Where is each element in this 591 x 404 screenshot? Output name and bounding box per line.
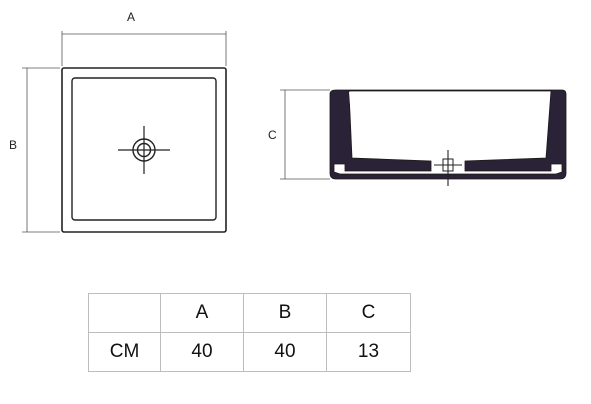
table-value-cell: 13 bbox=[326, 332, 411, 372]
drain-section-icon bbox=[434, 150, 462, 186]
dimensions-table: A B C CM 40 40 13 bbox=[88, 293, 411, 372]
table-header-cell bbox=[88, 293, 161, 333]
table-header-row: A B C bbox=[88, 293, 411, 333]
table-header-cell: C bbox=[326, 293, 411, 333]
dim-a-label: A bbox=[127, 10, 135, 24]
basin-inner-bowl bbox=[71, 77, 217, 221]
top-view: A B bbox=[9, 10, 227, 233]
table-value-cell: 40 bbox=[160, 332, 244, 372]
table-row: CM 40 40 13 bbox=[88, 332, 411, 372]
table-unit-cell: CM bbox=[88, 332, 161, 372]
side-view: C bbox=[268, 89, 567, 186]
table-header-cell: B bbox=[243, 293, 327, 333]
table-value-cell: 40 bbox=[243, 332, 327, 372]
table-header-cell: A bbox=[160, 293, 244, 333]
dim-b-label: B bbox=[9, 138, 17, 152]
technical-drawing: A B C bbox=[9, 10, 567, 233]
basin-section bbox=[329, 89, 567, 180]
drain-icon bbox=[118, 126, 170, 174]
basin-outer-rim bbox=[61, 67, 227, 233]
dim-c-label: C bbox=[268, 128, 277, 142]
basin-cavity bbox=[349, 92, 549, 159]
